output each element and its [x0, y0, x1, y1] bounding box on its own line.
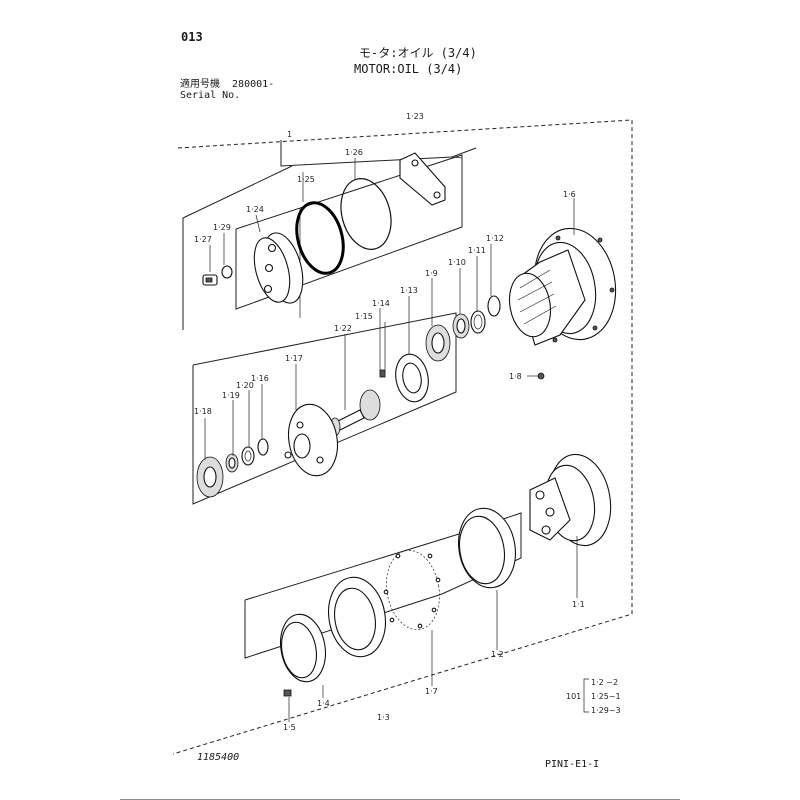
page-title: MOTOR:OIL (3/4) [354, 62, 463, 76]
callout-1-8: 1·8 [509, 372, 522, 381]
callout-1-22: 1·22 [334, 324, 352, 333]
page-title-japanese: モ-タ:オイル (3/4) [359, 46, 477, 60]
pin [379, 369, 386, 378]
plug [202, 274, 218, 286]
callout-1-3: 1·3 [377, 713, 390, 722]
floating-seal [328, 576, 386, 658]
needle-bearing [452, 313, 470, 339]
cover-plate [399, 152, 446, 206]
callout-1-15: 1·15 [355, 312, 373, 321]
callout-1-26: 1·26 [345, 148, 363, 157]
assembly-outline [172, 119, 633, 755]
page-number: 013 [181, 30, 203, 44]
valve-disc [253, 232, 304, 304]
callout-1-9: 1·9 [425, 269, 438, 278]
callout-1-14: 1·14 [372, 299, 390, 308]
callout-1-13: 1·13 [400, 286, 418, 295]
callout-1-25: 1·25 [297, 175, 315, 184]
middle-assembly-box [192, 312, 457, 505]
callout-1-11: 1·11 [468, 246, 486, 255]
callout-1-20: 1·20 [236, 381, 254, 390]
kit-line-3: 1·29~3 [591, 706, 621, 715]
kit-bracket [583, 678, 589, 713]
sheet-code: PINI-E1-I [545, 759, 600, 770]
callout-1-4: 1·4 [317, 699, 330, 708]
kit-number: 101 [566, 692, 581, 701]
gear-shaft [329, 389, 381, 437]
serial-label: Serial No. [180, 90, 241, 101]
bushing [241, 446, 255, 466]
callout-1-27: 1·27 [194, 235, 212, 244]
needle-bearing-small [225, 453, 239, 473]
callout-1-6: 1·6 [563, 190, 576, 199]
drawing-number: 1185400 [197, 752, 240, 763]
callout-1-10: 1·10 [448, 258, 466, 267]
callout-1-1: 1·1 [572, 600, 585, 609]
o-ring [295, 201, 345, 275]
callout-1-18: 1·18 [194, 407, 212, 416]
hub-assembly [529, 453, 612, 547]
seal-ring [458, 507, 516, 589]
thrust-washer [395, 353, 429, 403]
snap-ring [487, 295, 501, 317]
callout-1: 1 [287, 130, 292, 139]
callout-labels: 1 1·23 1·26 1·25 1·24 1·27 1·29 1·6 1·12… [194, 112, 585, 732]
callout-1-16: 1·16 [251, 374, 269, 383]
callout-1-24: 1·24 [246, 205, 264, 214]
callout-1-7: 1·7 [425, 687, 438, 696]
planetary-carrier [284, 403, 338, 477]
kit-line-2: 1·25~1 [591, 692, 621, 701]
roller-bearing [425, 324, 451, 362]
kit-list: 101 1·2 ~2 1·25~1 1·29~3 [566, 678, 621, 715]
small-o-ring [221, 265, 233, 279]
retaining-ring [279, 613, 327, 683]
bolt [283, 689, 292, 697]
serial-label-japanese: 適用号機 280001- [180, 79, 275, 90]
callout-1-12: 1·12 [486, 234, 504, 243]
motor-housing [508, 227, 617, 346]
spacer-ring [470, 310, 486, 334]
ball-ring [383, 549, 441, 631]
callout-1-29: 1·29 [213, 223, 231, 232]
planet-gear [196, 456, 224, 498]
callout-1-2: 1·2 [491, 650, 504, 659]
callout-1-19: 1·19 [222, 391, 240, 400]
callout-1-23: 1·23 [406, 112, 424, 121]
leader-lines [204, 158, 578, 722]
washer [257, 438, 269, 456]
callout-1-5: 1·5 [283, 723, 296, 732]
gasket-ring [340, 178, 392, 250]
kit-line-1: 1·2 ~2 [591, 678, 618, 687]
callout-1-17: 1·17 [285, 354, 303, 363]
